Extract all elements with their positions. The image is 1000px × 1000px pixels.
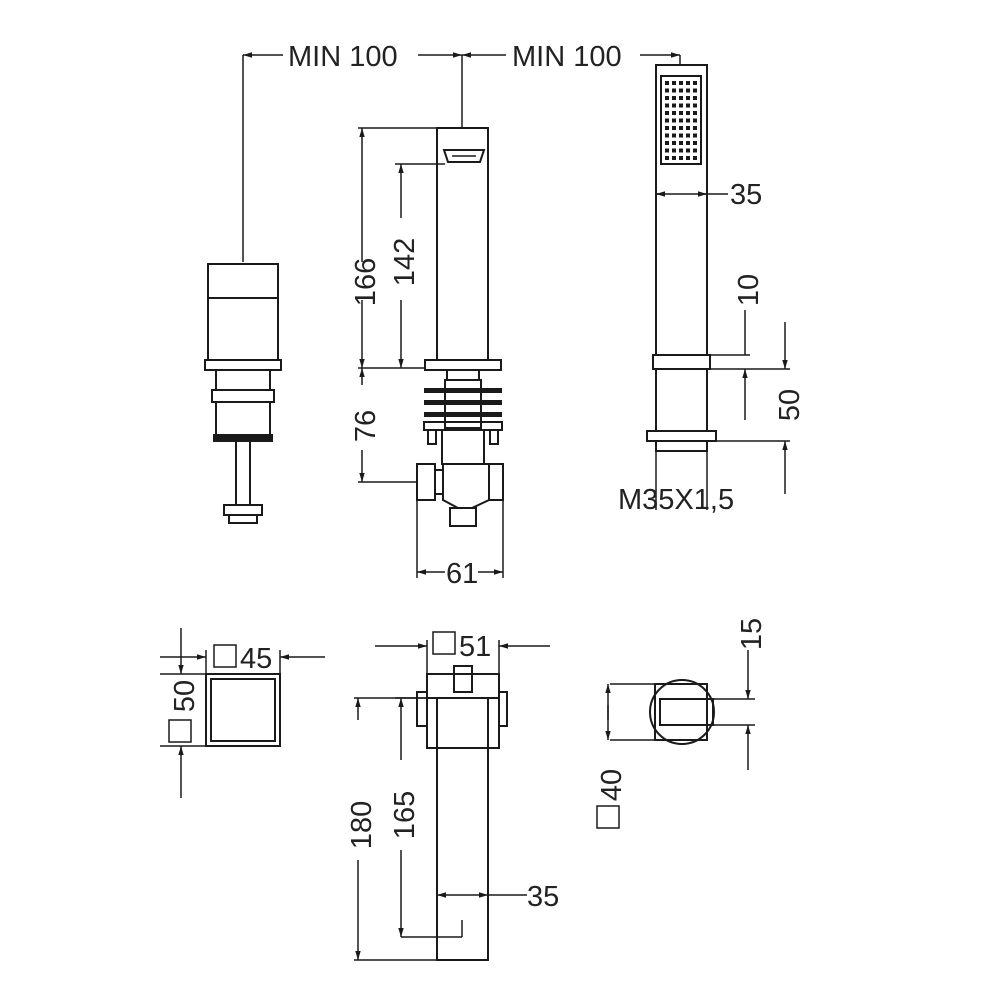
hand-shower-side-view [646, 64, 717, 452]
spray-nozzle [679, 126, 683, 130]
dim-35-bottom-label: 35 [527, 881, 559, 913]
spray-nozzle [686, 81, 690, 85]
spray-nozzle [686, 111, 690, 115]
top-min-dimensions: MIN 100 MIN 100 [242, 41, 681, 262]
dim-142-label: 142 [389, 238, 421, 286]
spray-nozzle [686, 126, 690, 130]
spout-side-view [416, 127, 504, 527]
square-symbol-45 [213, 644, 237, 668]
spray-nozzle [686, 141, 690, 145]
spray-nozzle [665, 103, 669, 108]
spray-nozzle [665, 81, 669, 85]
spray-nozzle [679, 118, 683, 123]
spray-nozzle [686, 156, 690, 160]
dim-50-left-label: 50 [169, 680, 201, 712]
spray-nozzle [672, 141, 676, 145]
spray-nozzle [672, 126, 676, 130]
spray-nozzle [679, 141, 683, 145]
spout-front-view [416, 665, 508, 961]
dim-166-label: 166 [350, 258, 382, 306]
spout-height-dimensions: 166 142 76 [350, 127, 445, 483]
square-symbol-50 [168, 719, 192, 743]
spray-nozzle [665, 88, 669, 93]
dim-76-label: 76 [350, 410, 382, 442]
spray-nozzle [679, 148, 683, 153]
spray-nozzle [672, 118, 676, 123]
spray-nozzle [672, 133, 676, 138]
spray-nozzle [686, 96, 690, 100]
dim-45-label: 45 [240, 643, 272, 675]
hand-shower-dimensions: 35 10 50 M35X1,5 [618, 179, 806, 516]
dim-40-label: 40 [596, 769, 628, 801]
dim-180-label: 180 [346, 801, 378, 849]
spray-nozzle [686, 148, 690, 153]
spray-nozzle [672, 88, 676, 93]
spray-nozzle [665, 111, 669, 115]
spray-nozzle [665, 118, 669, 123]
spray-nozzle [672, 148, 676, 153]
spray-nozzle [693, 81, 697, 85]
dim-35-top-label: 35 [730, 179, 762, 211]
spray-nozzle [665, 141, 669, 145]
min-100-right-label: MIN 100 [512, 41, 622, 73]
spray-nozzle [686, 103, 690, 108]
spray-nozzle [679, 111, 683, 115]
spray-nozzle [665, 126, 669, 130]
spray-nozzle [693, 148, 697, 153]
spray-nozzle [672, 111, 676, 115]
spray-nozzle [686, 133, 690, 138]
spray-nozzle [672, 103, 676, 108]
square-symbol-51 [432, 631, 456, 655]
spray-nozzle [693, 141, 697, 145]
dim-50-right-label: 50 [774, 389, 806, 421]
spout-front-dimensions: 51 180 165 35 [346, 631, 559, 961]
spray-nozzle [693, 133, 697, 138]
dim-61-label: 61 [446, 558, 478, 590]
hand-shower-plan-view: 40 15 [596, 618, 768, 829]
dim-61: 61 [416, 490, 504, 590]
spray-nozzle [665, 156, 669, 160]
spray-nozzle [679, 96, 683, 100]
mixer-valve-side-view [204, 263, 282, 524]
dim-10-label: 10 [733, 274, 765, 306]
spray-nozzle [665, 133, 669, 138]
spray-nozzle [686, 88, 690, 93]
valve-plan-view: 45 50 [160, 628, 325, 798]
spray-nozzle [672, 156, 676, 160]
spray-nozzle [679, 81, 683, 85]
spray-nozzle [679, 156, 683, 160]
spray-nozzle [665, 96, 669, 100]
spray-nozzle [693, 156, 697, 160]
spray-nozzle-grid [665, 81, 697, 160]
spray-nozzle [693, 96, 697, 100]
min-100-left-label: MIN 100 [288, 41, 398, 73]
square-symbol-40 [596, 805, 620, 829]
spray-nozzle [672, 96, 676, 100]
spray-nozzle [693, 103, 697, 108]
spray-nozzle [679, 133, 683, 138]
dim-165-label: 165 [389, 791, 421, 839]
spray-nozzle [672, 81, 676, 85]
thread-label: M35X1,5 [618, 484, 734, 516]
dim-15-label: 15 [736, 618, 768, 650]
spray-nozzle [693, 111, 697, 115]
spray-nozzle [693, 88, 697, 93]
spray-nozzle [693, 118, 697, 123]
dim-51-label: 51 [459, 631, 491, 663]
spray-nozzle [665, 148, 669, 153]
spray-nozzle [693, 126, 697, 130]
spray-nozzle [686, 118, 690, 123]
spray-nozzle [679, 88, 683, 93]
spray-nozzle [679, 103, 683, 108]
